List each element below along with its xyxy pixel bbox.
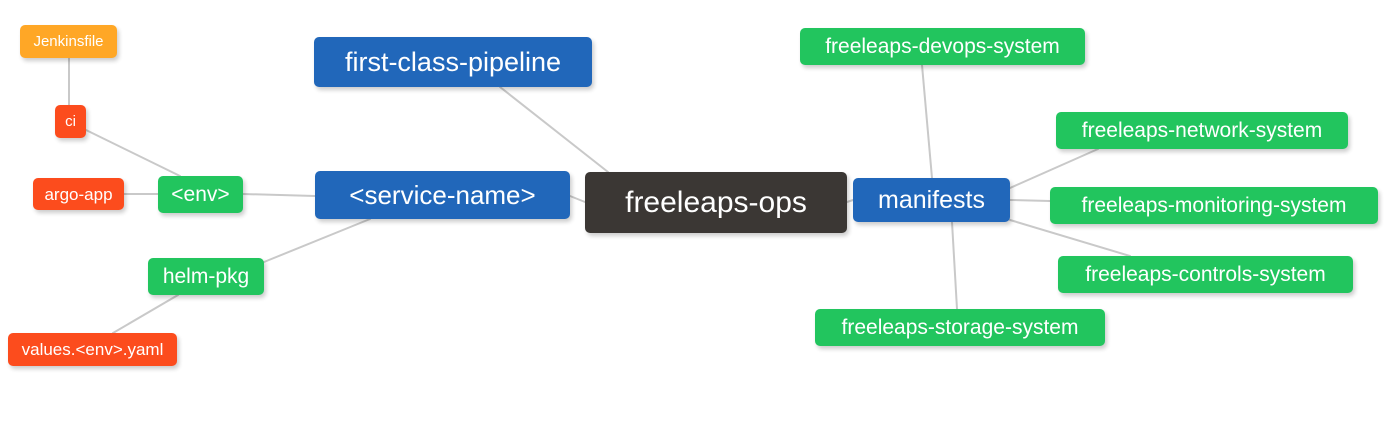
mindmap-node-label: argo-app [44,184,113,204]
mindmap-node-label: helm-pkg [162,265,250,288]
mindmap-node-manifests[interactable]: manifests [853,178,1010,222]
mindmap-node-label: first-class-pipeline [344,46,562,77]
edge-service-name-to-helm-pkg [263,218,371,263]
mindmap-node-label: freeleaps-storage-system [841,316,1079,339]
edge-freeleaps-ops-to-service-name [569,195,586,203]
mindmap-node-label: manifests [878,185,985,214]
mindmap-node-label: <env> [171,183,230,206]
mindmap-node-label: freeleaps-controls-system [1085,263,1326,286]
edge-manifests-to-freeleaps-devops-system [921,64,933,179]
mindmap-node-env[interactable]: <env> [158,176,243,213]
mindmap-node-service-name[interactable]: <service-name> [315,171,570,219]
mindmap-node-first-class-pipeline[interactable]: first-class-pipeline [314,37,592,87]
mindmap-node-jenkinsfile[interactable]: Jenkinsfile [20,25,117,58]
mindmap-node-label: freeleaps-devops-system [825,35,1060,58]
edge-manifests-to-freeleaps-storage-system [951,221,958,310]
mindmap-node-freeleaps-monitoring-system[interactable]: freeleaps-monitoring-system [1050,187,1378,224]
mindmap-node-values-env-yaml[interactable]: values.<env>.yaml [8,333,177,366]
edge-service-name-to-env [242,193,316,197]
mindmap-node-label: freeleaps-ops [625,185,807,219]
mindmap-node-label: Jenkinsfile [33,33,104,50]
mindmap-node-freeleaps-network-system[interactable]: freeleaps-network-system [1056,112,1348,149]
edge-manifests-to-freeleaps-controls-system [1009,219,1131,257]
edge-manifests-to-freeleaps-network-system [1009,148,1099,189]
edge-manifests-to-freeleaps-monitoring-system [1009,199,1051,202]
mindmap-node-label: <service-name> [349,180,536,210]
mindmap-node-freeleaps-devops-system[interactable]: freeleaps-devops-system [800,28,1085,65]
mindmap-node-ci[interactable]: ci [55,105,86,138]
mindmap-node-freeleaps-storage-system[interactable]: freeleaps-storage-system [815,309,1105,346]
mindmap-node-label: ci [65,113,76,130]
mindmap-node-label: values.<env>.yaml [21,340,164,359]
mindmap-node-freeleaps-ops[interactable]: freeleaps-ops [585,172,847,233]
mindmap-node-label: freeleaps-monitoring-system [1081,194,1347,217]
mindmap-node-helm-pkg[interactable]: helm-pkg [148,258,264,295]
mindmap-node-label: freeleaps-network-system [1081,119,1323,142]
edge-freeleaps-ops-to-first-class-pipeline [499,86,609,173]
mindmap-node-argo-app[interactable]: argo-app [33,178,124,210]
mindmap-node-freeleaps-controls-system[interactable]: freeleaps-controls-system [1058,256,1353,293]
edge-env-to-ci [85,129,181,177]
edge-helm-pkg-to-values-env-yaml [112,294,179,334]
